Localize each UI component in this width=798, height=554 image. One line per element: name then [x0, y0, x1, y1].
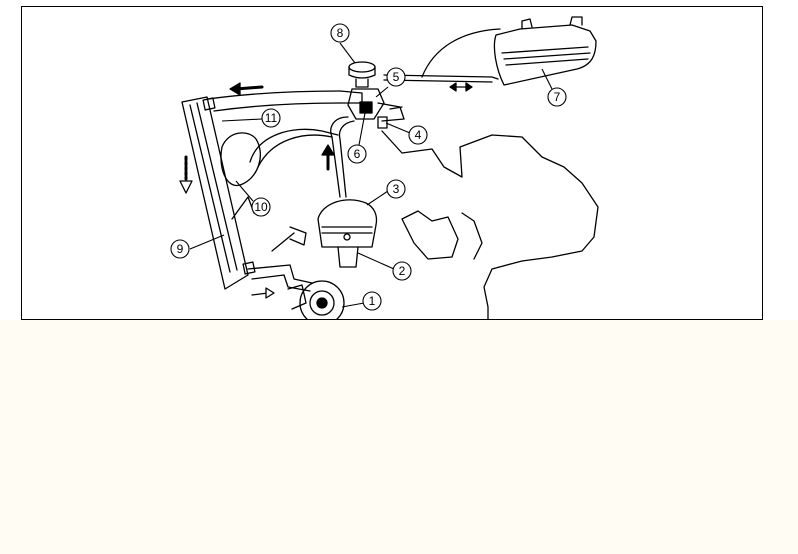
callout-label-11: 11	[265, 111, 278, 125]
callout-10: 10	[235, 180, 271, 217]
thermostat-housing	[347, 88, 405, 122]
callout-9: 9	[170, 234, 225, 259]
reservoir-hose	[383, 74, 499, 80]
engine-block-outline	[220, 128, 599, 319]
callout-label-2: 2	[399, 264, 406, 278]
blank-panel	[0, 320, 798, 554]
callout-label-9: 9	[177, 242, 184, 256]
callout-6: 6	[347, 112, 367, 164]
callout-4: 4	[385, 122, 428, 145]
piston	[317, 199, 378, 268]
callout-7: 7	[541, 68, 567, 107]
diagram-frame: 8 5 7 11 4	[21, 6, 763, 320]
callout-label-5: 5	[393, 70, 400, 84]
callout-label-1: 1	[369, 294, 376, 308]
callout-3: 3	[366, 179, 406, 206]
cooling-system-diagram: 8 5 7 11 4	[170, 16, 599, 319]
upper-hose	[207, 90, 363, 112]
callout-label-10: 10	[254, 200, 268, 214]
callout-2: 2	[357, 252, 412, 281]
lower-hose	[247, 264, 313, 292]
callout-label-8: 8	[337, 26, 344, 40]
radiator-cap	[348, 61, 376, 88]
callouts: 8 5 7 11 4	[170, 23, 567, 311]
callout-11: 11	[221, 108, 281, 128]
callout-label-6: 6	[354, 147, 361, 161]
flow-arrows	[179, 82, 473, 299]
reservoir-tank	[421, 16, 597, 86]
water-pump	[287, 280, 345, 319]
callout-label-7: 7	[554, 90, 561, 104]
callout-1: 1	[341, 291, 382, 311]
callout-label-4: 4	[415, 128, 422, 142]
callout-8: 8	[330, 23, 356, 64]
radiator	[181, 96, 256, 290]
callout-label-3: 3	[393, 182, 400, 196]
temperature-sensor	[377, 116, 388, 129]
callout-5: 5	[375, 67, 406, 98]
